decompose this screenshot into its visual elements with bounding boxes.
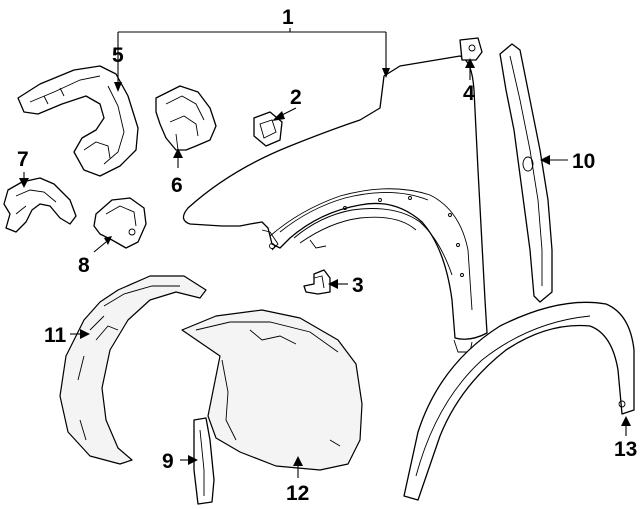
- callout-5: 5: [112, 44, 124, 67]
- callout-6: 6: [171, 174, 183, 197]
- liner-part-11: [59, 275, 207, 465]
- bracket-part-7: [3, 177, 77, 233]
- clip-part-4: [459, 37, 483, 61]
- callout-4: 4: [463, 82, 475, 105]
- callout-1: 1: [282, 6, 294, 29]
- bracket-part-6: [155, 85, 217, 151]
- callout-11: 11: [44, 324, 67, 347]
- seal-part-10: [499, 43, 553, 303]
- callout-8: 8: [78, 254, 90, 277]
- bracket-part-8: [93, 197, 147, 249]
- callout-13: 13: [614, 438, 637, 461]
- fender-part: [182, 55, 488, 353]
- callout-7: 7: [17, 148, 29, 171]
- leader-lines: [19, 28, 631, 478]
- callout-10: 10: [572, 150, 595, 173]
- callout-12: 12: [286, 482, 309, 505]
- flare-part-13: [403, 301, 635, 501]
- liner-part-12: [181, 309, 363, 471]
- callout-9: 9: [162, 450, 174, 473]
- callout-2: 2: [290, 86, 302, 109]
- bracket-part-5: [17, 65, 139, 177]
- callout-3: 3: [352, 274, 364, 297]
- strip-part-9: [193, 417, 215, 505]
- bracket-part-3: [303, 269, 331, 295]
- callout-labels: 1 2 3 4 5 6 7 8 9 10 11 12 13: [17, 6, 637, 505]
